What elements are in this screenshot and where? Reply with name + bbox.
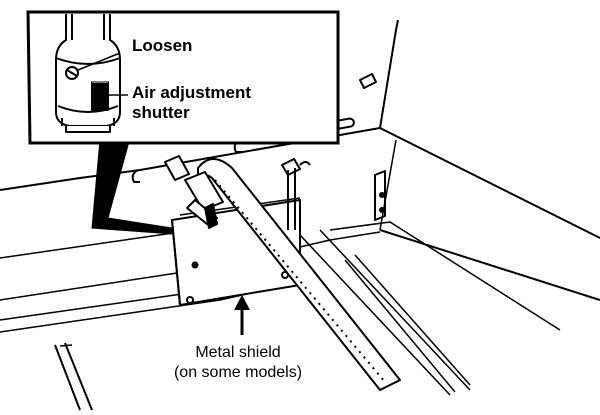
inset-fitting-drawing — [55, 14, 121, 133]
callout-pointer — [91, 137, 173, 235]
shutter-label-line2: shutter — [132, 103, 190, 122]
shutter-window — [91, 81, 109, 111]
valve-assembly — [164, 155, 301, 230]
caption-line1: Metal shield — [195, 344, 280, 361]
shield-arrow — [234, 295, 250, 335]
callout-inset: Loosen Air adjustment shutter — [26, 10, 340, 145]
loosen-leader — [77, 52, 121, 71]
loosen-label: Loosen — [132, 36, 192, 55]
shutter-label-line1: Air adjustment — [132, 83, 251, 102]
caption-line2: (on some models) — [174, 364, 302, 381]
